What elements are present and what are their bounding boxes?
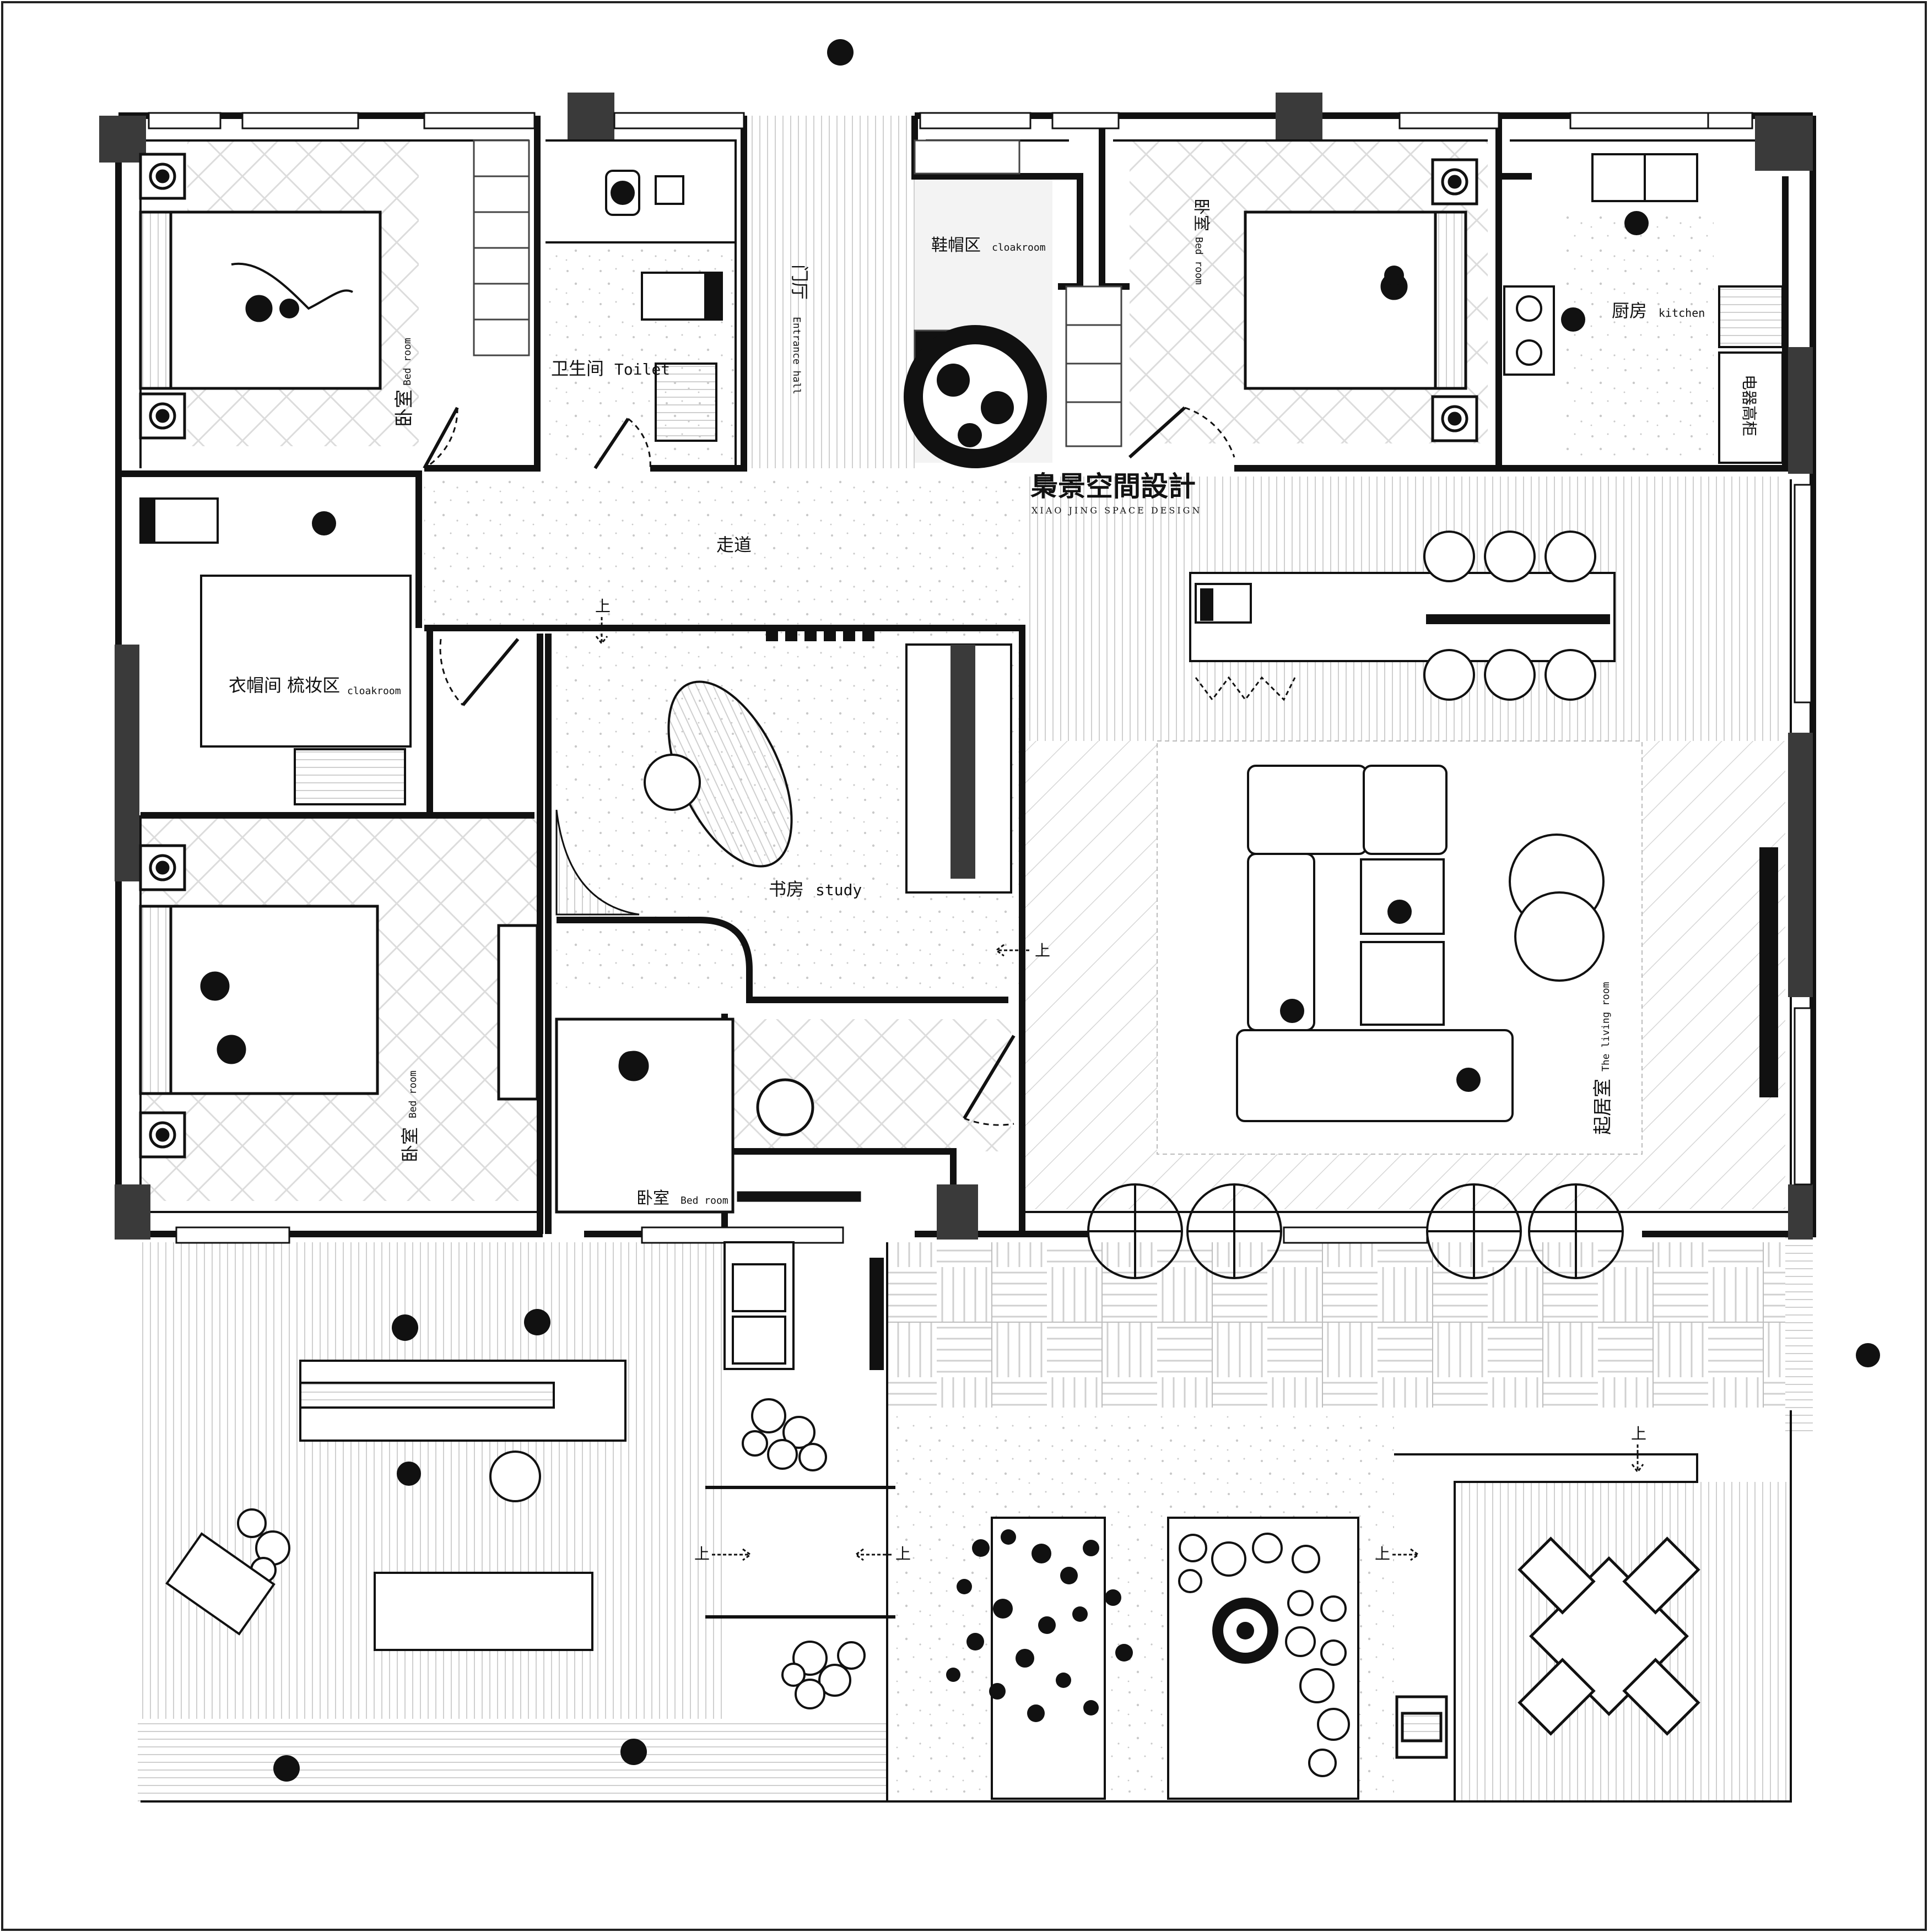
people-figures	[273, 39, 1880, 1782]
bedroom-nw-en: Bed room	[402, 338, 413, 386]
dresser-cloakroom	[139, 497, 412, 805]
bedroom-nw-zh: 卧室	[393, 389, 415, 427]
step-up-corridor: 上	[595, 597, 611, 615]
entrance-en: Entrance hall	[791, 317, 802, 394]
cloakroom-dress-zh: 衣帽间 梳妆区	[229, 675, 340, 696]
doors	[423, 406, 1296, 1126]
garden-beds	[946, 1517, 1359, 1800]
plants-pond	[742, 1398, 866, 1709]
brand-logo: 梟景空間設計 XIAO JING SPACE DESIGN	[1030, 470, 1202, 516]
kitchen-en: kitchen	[1659, 306, 1705, 320]
cloakroom-shoe-zh: 鞋帽区	[931, 236, 981, 255]
sofa-set	[1236, 765, 1778, 1122]
step-up-garden: 上	[1375, 1545, 1390, 1563]
step-up-study: 上	[1035, 941, 1050, 960]
step-up-pond: 上	[895, 1545, 911, 1563]
bed-ne	[1244, 210, 1467, 390]
bed-nw	[139, 210, 382, 390]
bedroom-s-zh: 卧室	[636, 1189, 669, 1208]
appliance-cabinet-label: 电器高柜	[1740, 375, 1758, 436]
study-zh: 书房	[769, 879, 804, 900]
study-furniture	[555, 629, 1012, 916]
outdoor-dining	[1395, 1536, 1700, 1759]
step-up-terrace: 上	[1631, 1425, 1646, 1443]
brand-name: 梟景空間設計	[1030, 470, 1196, 502]
step-up-tearoom: 上	[694, 1545, 710, 1563]
bedroom-w-en: Bed room	[407, 1070, 419, 1118]
bed-w	[139, 905, 539, 1101]
wardrobe-ne	[1065, 285, 1122, 447]
study-en: study	[816, 881, 862, 899]
columns	[99, 93, 1813, 1240]
kitchen-fixtures	[1503, 153, 1784, 464]
kitchen-zh: 厨房	[1612, 300, 1647, 321]
cloakroom-shoe-en: cloakroom	[992, 242, 1046, 253]
tea-table	[165, 1360, 627, 1651]
bedroom-ne-zh: 卧室	[1191, 198, 1211, 231]
room-labels: 卧室 Bed room 卫生间 Toilet 门厅 Entrance hall …	[229, 198, 1758, 1208]
cloakroom-dress-en: cloakroom	[347, 685, 401, 697]
toilet-zh: 卫生间	[551, 358, 604, 379]
entrance-zh: 门厅	[789, 264, 810, 300]
step-markers: 上 上 上 上 上 上	[595, 597, 1646, 1563]
brand-subtitle: XIAO JING SPACE DESIGN	[1031, 505, 1202, 516]
toilet-en: Toilet	[614, 360, 670, 378]
bedroom-ne-en: Bed room	[1193, 237, 1205, 285]
nightstand-lamps	[139, 153, 1478, 1159]
living-room-zh: 起居室	[1592, 1079, 1614, 1135]
dining-bar	[1189, 531, 1616, 701]
bedroom-w-zh: 卧室	[399, 1127, 420, 1162]
patio-round-doors	[1087, 1183, 1624, 1279]
living-room-en: The living room	[1600, 982, 1612, 1071]
tree-entrance	[904, 325, 1047, 468]
corridor-label: 走道	[716, 534, 752, 555]
wardrobe-nw	[473, 139, 530, 356]
pond	[705, 1241, 895, 1619]
terrace-outline	[141, 1242, 1792, 1803]
bedroom-s-en: Bed room	[681, 1195, 728, 1206]
